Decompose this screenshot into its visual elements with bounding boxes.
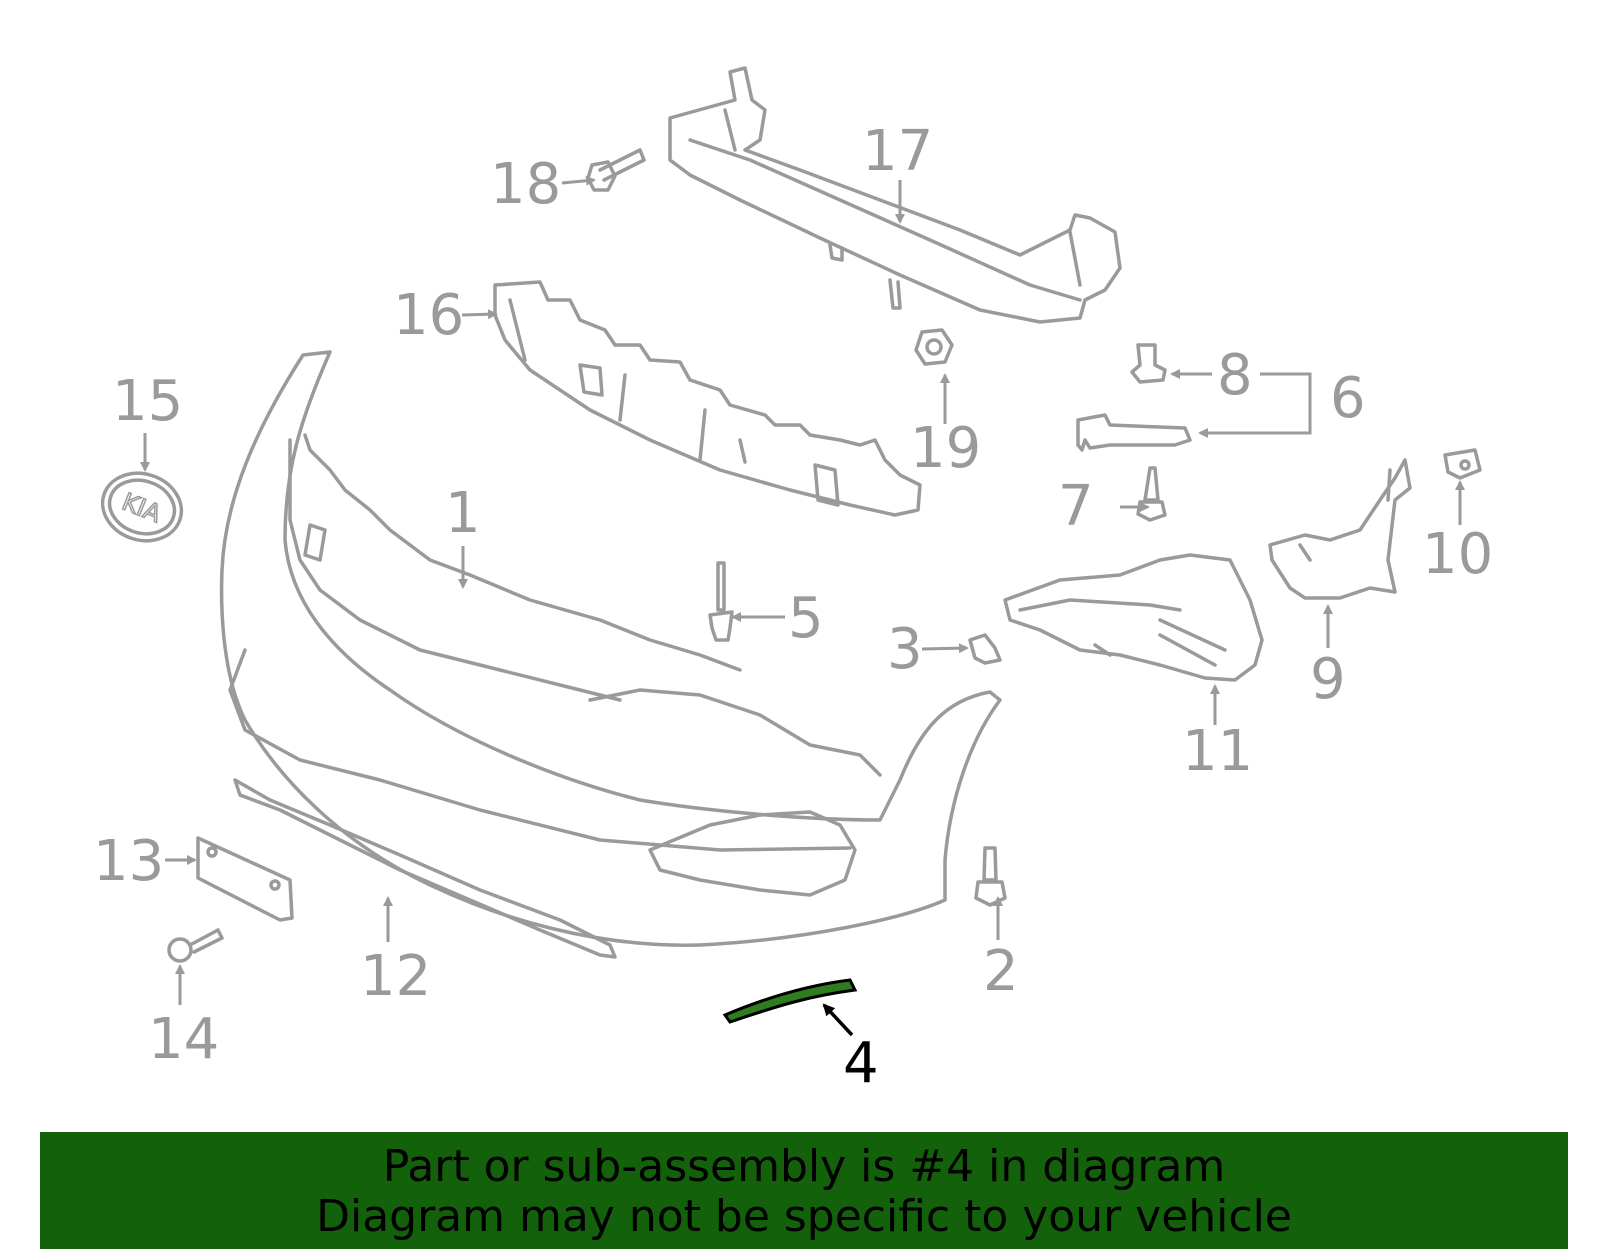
callout-12: 12 xyxy=(360,944,431,1009)
callout-4-highlighted: 4 xyxy=(843,1031,879,1096)
part-4-highlighted-strip xyxy=(722,978,858,1024)
leader-lines xyxy=(140,175,1465,1037)
banner-line-disclaimer: Diagram may not be specific to your vehi… xyxy=(316,1191,1292,1242)
callout-14: 14 xyxy=(148,1007,219,1072)
callout-11: 11 xyxy=(1182,719,1253,784)
part-18-bolt xyxy=(586,148,646,192)
callout-19: 19 xyxy=(910,416,981,481)
callout-5: 5 xyxy=(788,586,824,651)
part-5-rivet xyxy=(708,561,734,642)
part-8-clip xyxy=(1130,343,1167,384)
callout-10: 10 xyxy=(1422,522,1493,587)
callout-7: 7 xyxy=(1058,474,1094,539)
kia-logo-text: KIA xyxy=(118,488,165,529)
part-14-screw xyxy=(167,928,224,963)
part-17-bumper-reinforcement xyxy=(668,66,1122,324)
callout-6: 6 xyxy=(1330,366,1366,431)
part-13-license-bracket xyxy=(196,836,294,922)
callout-8: 8 xyxy=(1217,343,1253,408)
callout-labels: 17 18 16 19 8 6 7 10 9 11 3 5 1 15 13 12… xyxy=(93,119,1493,1096)
part-6-bracket xyxy=(1076,413,1192,452)
part-3-clip xyxy=(968,633,1002,665)
callout-17: 17 xyxy=(862,119,933,184)
banner-line-part: Part or sub-assembly is #4 in diagram xyxy=(382,1141,1226,1192)
part-1-bumper-cover xyxy=(219,350,1002,947)
callout-2: 2 xyxy=(983,939,1019,1004)
callout-3: 3 xyxy=(887,617,923,682)
part-9-bracket xyxy=(1268,458,1412,600)
part-12-lower-molding xyxy=(233,778,617,959)
part-7-screw xyxy=(1136,466,1167,522)
callout-13: 13 xyxy=(93,829,164,894)
part-16-energy-absorber xyxy=(493,280,922,517)
part-19-nut xyxy=(914,328,954,366)
part-15-kia-emblem: KIA xyxy=(100,471,184,543)
callout-16: 16 xyxy=(393,283,464,348)
callout-9: 9 xyxy=(1310,647,1346,712)
info-banner: Part or sub-assembly is #4 in diagram Di… xyxy=(40,1132,1568,1249)
part-2-bolt xyxy=(974,846,1007,907)
callout-15: 15 xyxy=(112,369,183,434)
part-10-clip xyxy=(1443,448,1482,480)
parts-diagram: KIA xyxy=(93,66,1493,1096)
callout-18: 18 xyxy=(490,152,561,217)
part-11-fog-lamp-cover xyxy=(1003,553,1264,682)
callout-1: 1 xyxy=(445,481,481,546)
